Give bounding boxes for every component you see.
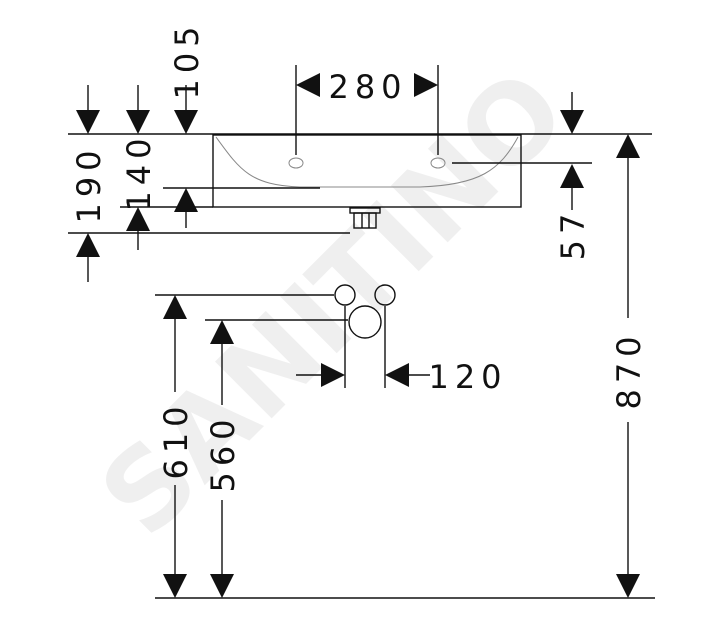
svg-text:610: 610 [157, 400, 195, 479]
dimension-140: 140 [120, 85, 158, 250]
svg-text:57: 57 [554, 208, 592, 261]
dimension-870: 870 [610, 134, 648, 598]
connection-points [155, 284, 396, 388]
dimension-57: 57 [554, 92, 592, 260]
dimension-105: 105 [168, 20, 206, 228]
svg-text:870: 870 [610, 330, 648, 409]
waste-outlet [349, 207, 381, 229]
svg-text:140: 140 [120, 132, 158, 211]
svg-text:105: 105 [168, 20, 206, 99]
svg-text:560: 560 [204, 413, 242, 492]
dimension-560: 560 [204, 320, 242, 598]
dimension-280: 280 [295, 65, 439, 155]
svg-text:280: 280 [328, 68, 407, 106]
svg-text:SANITINO: SANITINO [76, 46, 590, 560]
svg-text:190: 190 [70, 144, 108, 223]
dimension-610: 610 [157, 295, 195, 598]
tap-hole-right [430, 157, 446, 169]
svg-text:120: 120 [428, 358, 507, 396]
dimension-190: 190 [70, 85, 108, 282]
basin-side-view [68, 133, 652, 234]
dimension-120: 120 [296, 358, 507, 396]
tap-hole-left [288, 157, 304, 169]
watermark: SANITINO [76, 46, 590, 560]
